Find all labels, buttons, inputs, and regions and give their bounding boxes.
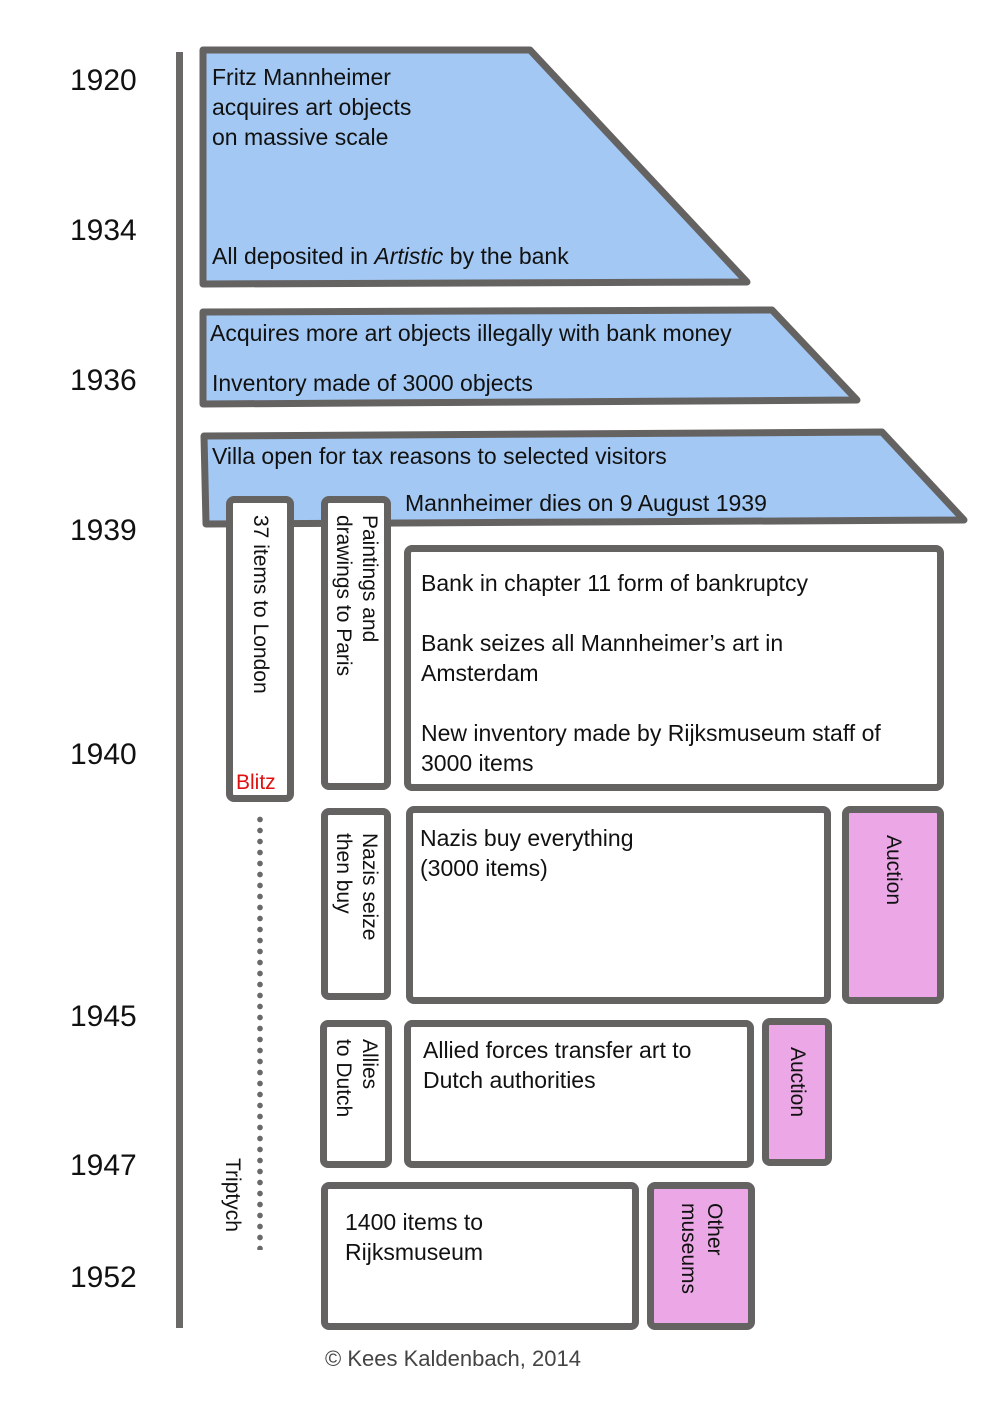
year-label-1947: 1947	[70, 1149, 137, 1182]
other-museums-line1: Other	[703, 1203, 726, 1256]
triptych-dotted-line	[257, 814, 263, 1250]
phase1-line1: Fritz Mannheimer	[212, 64, 391, 90]
phase1-line3: on massive scale	[212, 124, 389, 150]
phase1-deposit: All deposited in Artistic by the bank	[212, 241, 569, 271]
phase1-deposit-after: by the bank	[443, 243, 569, 269]
phase2-shape	[199, 306, 861, 408]
bankruptcy-line1: Bank in chapter 11 form of bankruptcy	[421, 570, 808, 596]
rijksmuseum-box: 1400 items to Rijksmuseum	[321, 1182, 639, 1330]
year-label-1934: 1934	[70, 214, 137, 247]
bankruptcy-line2: Bank seizes all Mannheimer’s art in	[421, 630, 784, 656]
phase2-line1: Acquires more art objects illegally with…	[210, 320, 732, 346]
paris-label-line2: drawings to Paris	[332, 515, 355, 677]
year-label-1952: 1952	[70, 1261, 137, 1294]
london-box: 37 items to London	[226, 496, 294, 802]
london-label: 37 items to London	[249, 515, 272, 694]
year-label-1945: 1945	[70, 1000, 137, 1033]
allied-forces-box: Allied forces transfer art to Dutch auth…	[404, 1020, 754, 1168]
rijksmuseum-line1: 1400 items to	[345, 1209, 484, 1235]
copyright-notice: © Kees Kaldenbach, 2014	[325, 1346, 581, 1371]
nazis-buy-line1: Nazis buy everything	[420, 825, 634, 851]
triptych-label: Triptych	[221, 1158, 244, 1232]
nazis-buy-box: Nazis buy everything (3000 items)	[406, 806, 831, 1004]
phase3-line1: Villa open for tax reasons to selected v…	[212, 443, 667, 469]
phase1-shape	[199, 46, 751, 288]
auction-label-1: Auction	[882, 835, 905, 906]
timeline-axis	[176, 52, 183, 1328]
auction-box-1: Auction	[842, 806, 944, 1004]
auction-label-2: Auction	[786, 1047, 809, 1118]
bankruptcy-line4: New inventory made by Rijksmuseum staff …	[421, 720, 881, 746]
allied-forces-line2: Dutch authorities	[423, 1067, 596, 1093]
nazis-seize-line1: Nazis seize	[358, 833, 381, 941]
allies-line2: to Dutch	[332, 1039, 355, 1118]
phase-shapes	[199, 46, 968, 528]
bankruptcy-line3: Amsterdam	[421, 660, 539, 686]
year-label-1939: 1939	[70, 514, 137, 547]
phase1-line2: acquires art objects	[212, 94, 412, 120]
year-label-1920: 1920	[70, 64, 137, 97]
auction-box-2: Auction	[762, 1018, 832, 1166]
year-label-1940: 1940	[70, 738, 137, 771]
allies-line1: Allies	[358, 1039, 381, 1090]
nazis-buy-line2: (3000 items)	[420, 855, 548, 881]
rijksmuseum-line2: Rijksmuseum	[345, 1239, 484, 1265]
bankruptcy-box: Bank in chapter 11 form of bankruptcy Ba…	[404, 545, 944, 791]
phase2-line2: Inventory made of 3000 objects	[212, 370, 533, 396]
paris-label-line1: Paintings and	[358, 515, 381, 643]
bankruptcy-line5: 3000 items	[421, 750, 534, 776]
phase3-shape	[200, 428, 968, 528]
phase1-deposit-before: All deposited in	[212, 243, 375, 269]
phase3-line2: Mannheimer dies on 9 August 1939	[405, 490, 767, 516]
nazis-seize-line2: then buy	[332, 833, 355, 914]
phase1-deposit-artistic: Artistic	[374, 243, 444, 269]
allied-forces-line1: Allied forces transfer art to	[423, 1037, 692, 1063]
year-label-1936: 1936	[70, 364, 137, 397]
other-museums-line2: museums	[677, 1203, 700, 1295]
blitz-label: Blitz	[236, 771, 276, 794]
